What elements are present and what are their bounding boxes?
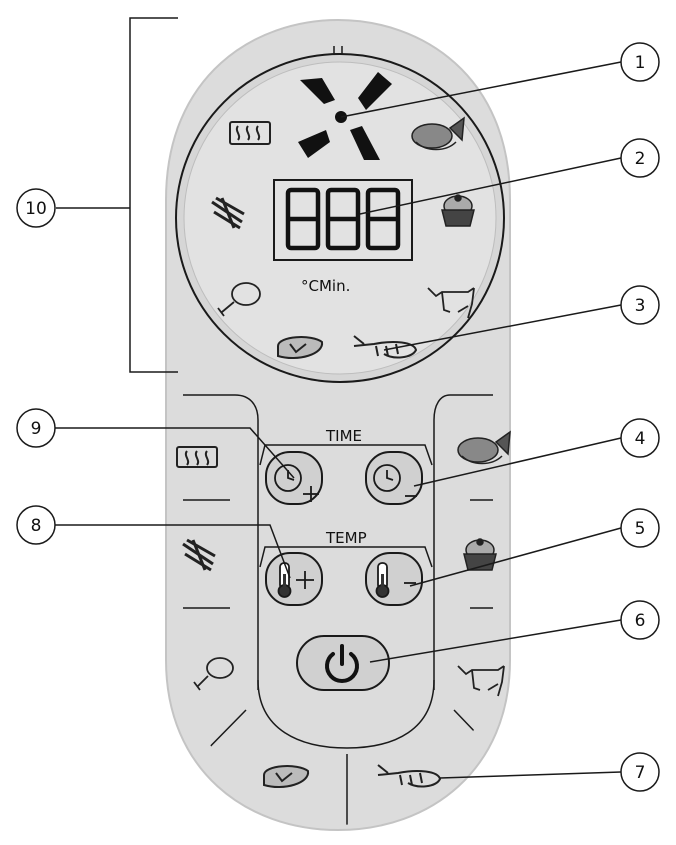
fish-icon — [411, 116, 465, 151]
cake-button[interactable] — [463, 538, 497, 571]
chicken-leg-icon — [193, 657, 234, 691]
leader-lines — [54, 61, 622, 779]
time-bracket — [259, 444, 433, 466]
callout-5: 5 — [620, 508, 660, 548]
steak-button[interactable] — [263, 765, 309, 789]
callout-1-label: 1 — [635, 53, 646, 73]
temp-plus-button[interactable] — [265, 552, 323, 606]
callout-1: 1 — [620, 42, 660, 82]
steak-icon — [277, 336, 323, 360]
fries-icon — [182, 538, 216, 572]
callout-10-label: 10 — [25, 199, 47, 219]
display-units: °CMin. — [301, 277, 350, 295]
button-grid — [183, 394, 493, 825]
callout-9-label: 9 — [31, 419, 42, 439]
callout-4-label: 4 — [635, 429, 646, 449]
shrimp-button[interactable] — [377, 764, 442, 788]
shrimp-icon — [377, 764, 442, 788]
temp-bracket — [259, 546, 433, 568]
fries-button[interactable] — [182, 538, 216, 572]
defrost-icon — [229, 121, 271, 145]
callout-8: 8 — [16, 505, 56, 545]
callout-5-label: 5 — [635, 519, 646, 539]
clock-minus-icon — [373, 464, 417, 497]
callout-4: 4 — [620, 418, 660, 458]
callout-6-label: 6 — [635, 611, 646, 631]
time-label: TIME — [325, 427, 362, 445]
callout-6: 6 — [620, 600, 660, 640]
pork-icon — [457, 665, 505, 697]
steak-icon — [263, 765, 309, 789]
clock-plus-icon — [274, 464, 319, 502]
callout-9: 9 — [16, 408, 56, 448]
digit-display — [285, 187, 401, 251]
cake-icon — [441, 194, 475, 227]
pork-icon — [427, 287, 475, 319]
chicken-leg-icon — [217, 282, 261, 317]
defrost-icon — [176, 446, 218, 468]
shrimp-icon — [353, 335, 418, 359]
callout-7: 7 — [620, 752, 660, 792]
time-minus-button[interactable] — [365, 451, 423, 505]
temp-minus-button[interactable] — [365, 552, 423, 606]
fish-icon — [457, 430, 511, 465]
callout-2: 2 — [620, 138, 660, 178]
fries-icon — [211, 196, 245, 230]
fish-button[interactable] — [457, 430, 511, 465]
defrost-button[interactable] — [176, 446, 218, 468]
callout-3-label: 3 — [635, 296, 646, 316]
pork-button[interactable] — [457, 665, 505, 697]
digit-display-frame — [273, 179, 413, 261]
power-icon — [325, 644, 359, 683]
callout-10: 10 — [16, 188, 56, 228]
thermometer-minus-icon — [375, 562, 416, 598]
display-bracket — [129, 17, 178, 373]
cake-icon — [463, 538, 497, 571]
chicken-leg-button[interactable] — [193, 657, 234, 691]
callout-8-label: 8 — [31, 516, 42, 536]
callout-7-label: 7 — [635, 763, 646, 783]
callout-2-label: 2 — [635, 149, 646, 169]
temp-label: TEMP — [325, 529, 367, 547]
callout-3: 3 — [620, 285, 660, 325]
